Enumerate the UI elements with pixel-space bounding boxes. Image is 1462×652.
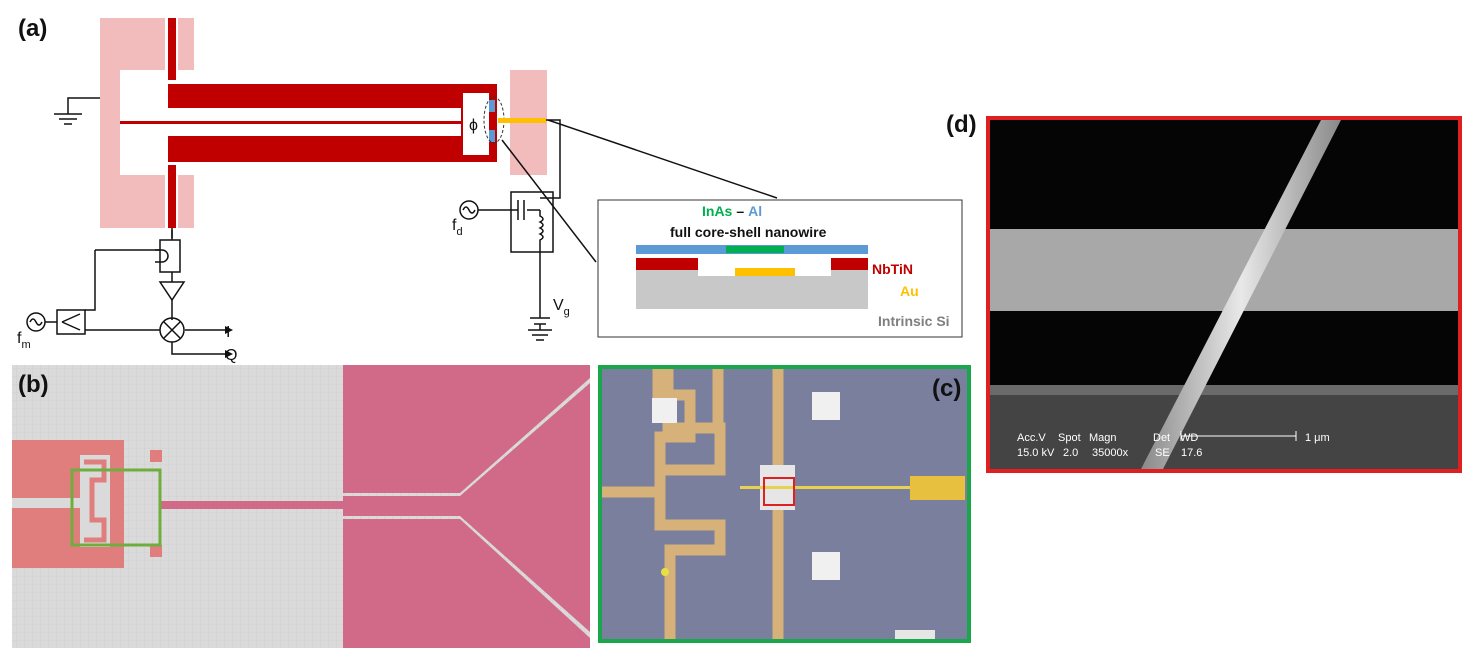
marker-top [150,450,162,462]
sem-v-wd: 17.6 [1181,447,1202,459]
sem-scale-label: 1 μm [1305,432,1330,444]
panel-c: (c) [598,365,971,643]
panel-b-label: (b) [18,371,49,398]
sem-h-wd: WD [1180,432,1198,444]
squid-loop [461,91,491,157]
nanowire-core [726,246,784,253]
junction-lower [489,130,495,142]
gate-line [498,118,546,123]
nanowire-gate-trace [740,486,920,489]
marker-square-4 [895,630,935,641]
fd-label: fd [452,217,463,238]
cross-section-inset: InAs–Al full core-shell nanowire NbTiN A… [597,199,963,338]
nbtin-label: NbTiN [872,261,913,277]
marker-square-1 [652,398,677,423]
sem-edge-line [988,385,1460,395]
output-arrow-q [225,350,233,358]
ground-plane-right-b [343,365,590,493]
sem-h-det: Det [1153,432,1170,444]
feedline-b [160,501,345,509]
ground-stub-bottom [178,175,194,228]
feedline-bottom [168,165,176,228]
source-fm [26,312,46,332]
sem-v-det: SE [1155,447,1170,459]
fm-label: fm [17,330,31,351]
sem-v-spot: 2.0 [1063,447,1078,459]
zoom-box-green [70,468,162,547]
transmon-gap [12,498,82,508]
readout-wiring [45,228,225,355]
marker-square-2 [812,392,840,420]
splitter-box [56,309,86,335]
ground-symbol-left [54,97,100,125]
au-gate [735,268,795,276]
panel-c-label: (c) [932,375,961,402]
launcher-taper [343,383,590,632]
bias-tee-box [510,191,554,253]
panel-b: (b) [12,365,590,648]
sem-v-magn: 35000x [1092,447,1129,459]
resonator-outer [168,84,497,162]
sem-substrate-edge [988,390,1460,471]
marker-square-3 [812,552,840,580]
sem-nanowire [1140,118,1342,471]
panel-a-label: (a) [18,15,47,42]
source-fd [459,200,479,220]
inset-title-line2: full core-shell nanowire [670,224,827,240]
zoom-box-red [763,477,795,506]
ground-stub-top [178,18,194,70]
inset-title-line1: InAs–Al [702,203,762,219]
output-q-label: Q [225,347,237,364]
feedline-top [168,18,176,80]
sem-h-spot: Spot [1058,432,1081,444]
ground-plane-bottom-b [343,519,590,648]
gate-bondpad [910,476,965,500]
sem-h-accv: Acc.V [1017,432,1046,444]
amplifier-triangle [158,281,186,302]
ground-plane-left [100,18,165,228]
marker-bottom [150,545,162,557]
si-substrate [636,270,868,309]
sem-scale-bar [1180,431,1297,441]
output-arrow-i [225,326,233,334]
panel-d-frame [986,116,1462,473]
sem-info-bar: Acc.V Spot Magn Det WD 15.0 kV 2.0 35000… [1017,431,1330,459]
junction-upper [489,100,495,112]
nbtin-left [636,258,698,270]
particle [661,568,669,576]
panel-c-frame [598,365,971,643]
panel-d: (d) Acc.V Spot Magn Det WD 15.0 kV 2.0 3… [946,111,1462,473]
output-i-label: I [226,324,230,341]
sem-v-accv: 15.0 kV [1017,447,1055,459]
sem-h-magn: Magn [1089,432,1117,444]
nbtin-right [831,258,868,270]
gate-wiring [478,119,778,341]
transmon-island [84,459,107,543]
resonator-center-conductor [120,121,465,124]
circulator [155,239,181,273]
phi-symbol: ϕ [469,117,478,134]
sem-electrode-highlight [988,229,1460,311]
panel-d-label: (d) [946,111,977,138]
vg-label: Vg [553,297,570,318]
mixer [159,317,185,343]
au-label: Au [900,283,919,299]
panel-a: (a) ϕ [17,15,963,364]
si-label: Intrinsic Si [878,313,950,329]
